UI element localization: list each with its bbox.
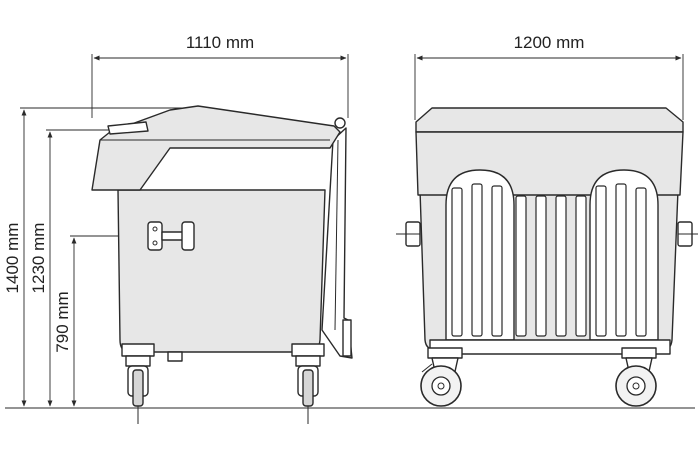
side-lid bbox=[91, 105, 341, 191]
side-caster-right bbox=[291, 343, 325, 424]
dimension-front-width: 1200 mm bbox=[414, 33, 684, 120]
front-wheel-left bbox=[420, 347, 463, 407]
front-view-container bbox=[396, 107, 698, 407]
side-handle bbox=[147, 221, 195, 251]
total-height-label: 1400 mm bbox=[3, 223, 22, 294]
handle-height-label: 790 mm bbox=[53, 291, 72, 352]
side-caster-left bbox=[121, 343, 155, 424]
front-ribs bbox=[451, 183, 647, 337]
side-hinge bbox=[334, 117, 346, 129]
side-lid-grip bbox=[107, 121, 149, 135]
side-view-container bbox=[91, 105, 353, 424]
front-wheel-right bbox=[615, 347, 657, 407]
side-body bbox=[117, 189, 326, 353]
front-width-label: 1200 mm bbox=[514, 33, 585, 52]
front-trunnion-right bbox=[677, 221, 698, 247]
dimension-total-height: 1400 mm bbox=[3, 107, 195, 407]
side-width-label: 1110 mm bbox=[186, 33, 254, 52]
side-drain-plug bbox=[167, 351, 183, 362]
body-height-label: 1230 mm bbox=[29, 223, 48, 294]
dimension-body-height: 1230 mm bbox=[29, 129, 112, 407]
dimension-side-width: 1110 mm bbox=[91, 33, 349, 118]
front-base-rail bbox=[429, 339, 671, 355]
front-trunnion-left bbox=[396, 221, 421, 247]
front-lid bbox=[415, 107, 684, 133]
